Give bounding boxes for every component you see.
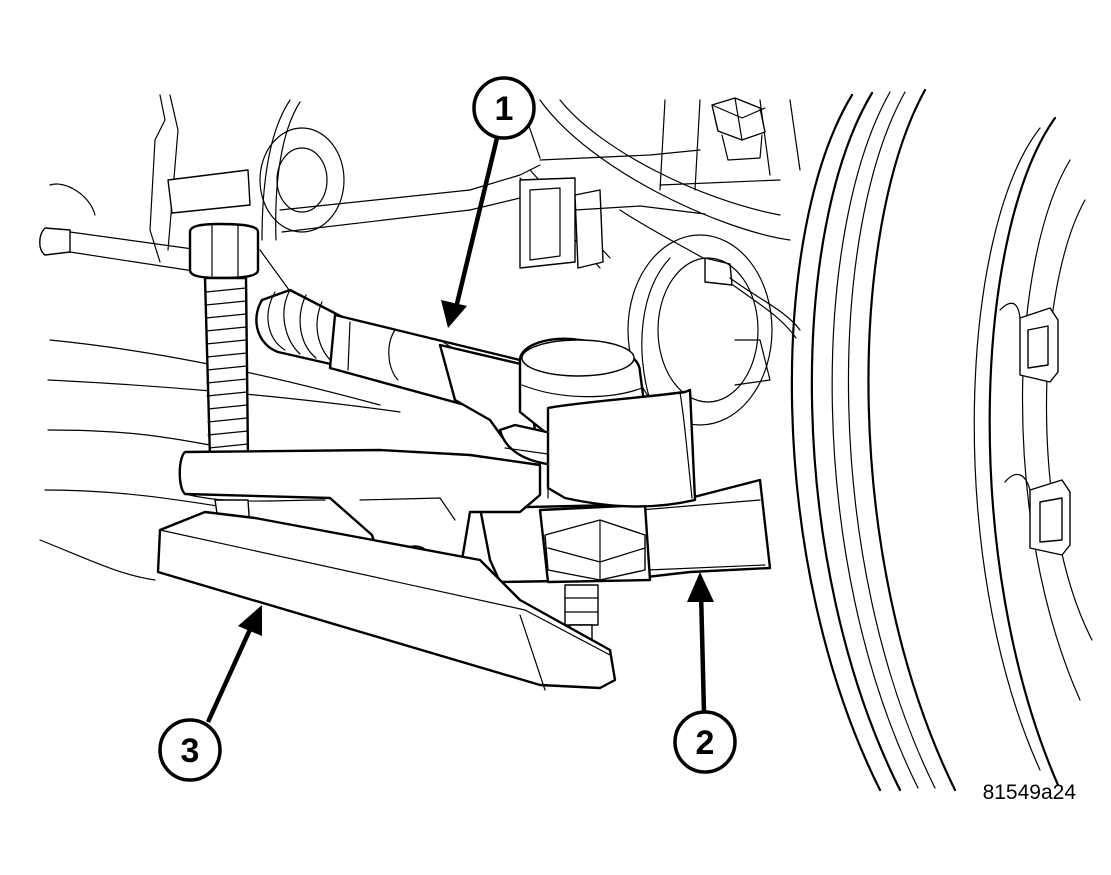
callout-2-label: 2 [696, 724, 715, 762]
wheel-studs [999, 302, 1071, 556]
callout-1-label: 1 [495, 90, 514, 128]
callout-3-label: 3 [181, 732, 200, 770]
brake-rotor [790, 88, 1093, 792]
figure-id: 81549a24 [983, 781, 1077, 804]
puller-tool [156, 222, 697, 691]
callout-2: 2 [673, 572, 737, 774]
callout-1: 1 [441, 76, 536, 328]
callout-3: 3 [158, 605, 262, 782]
